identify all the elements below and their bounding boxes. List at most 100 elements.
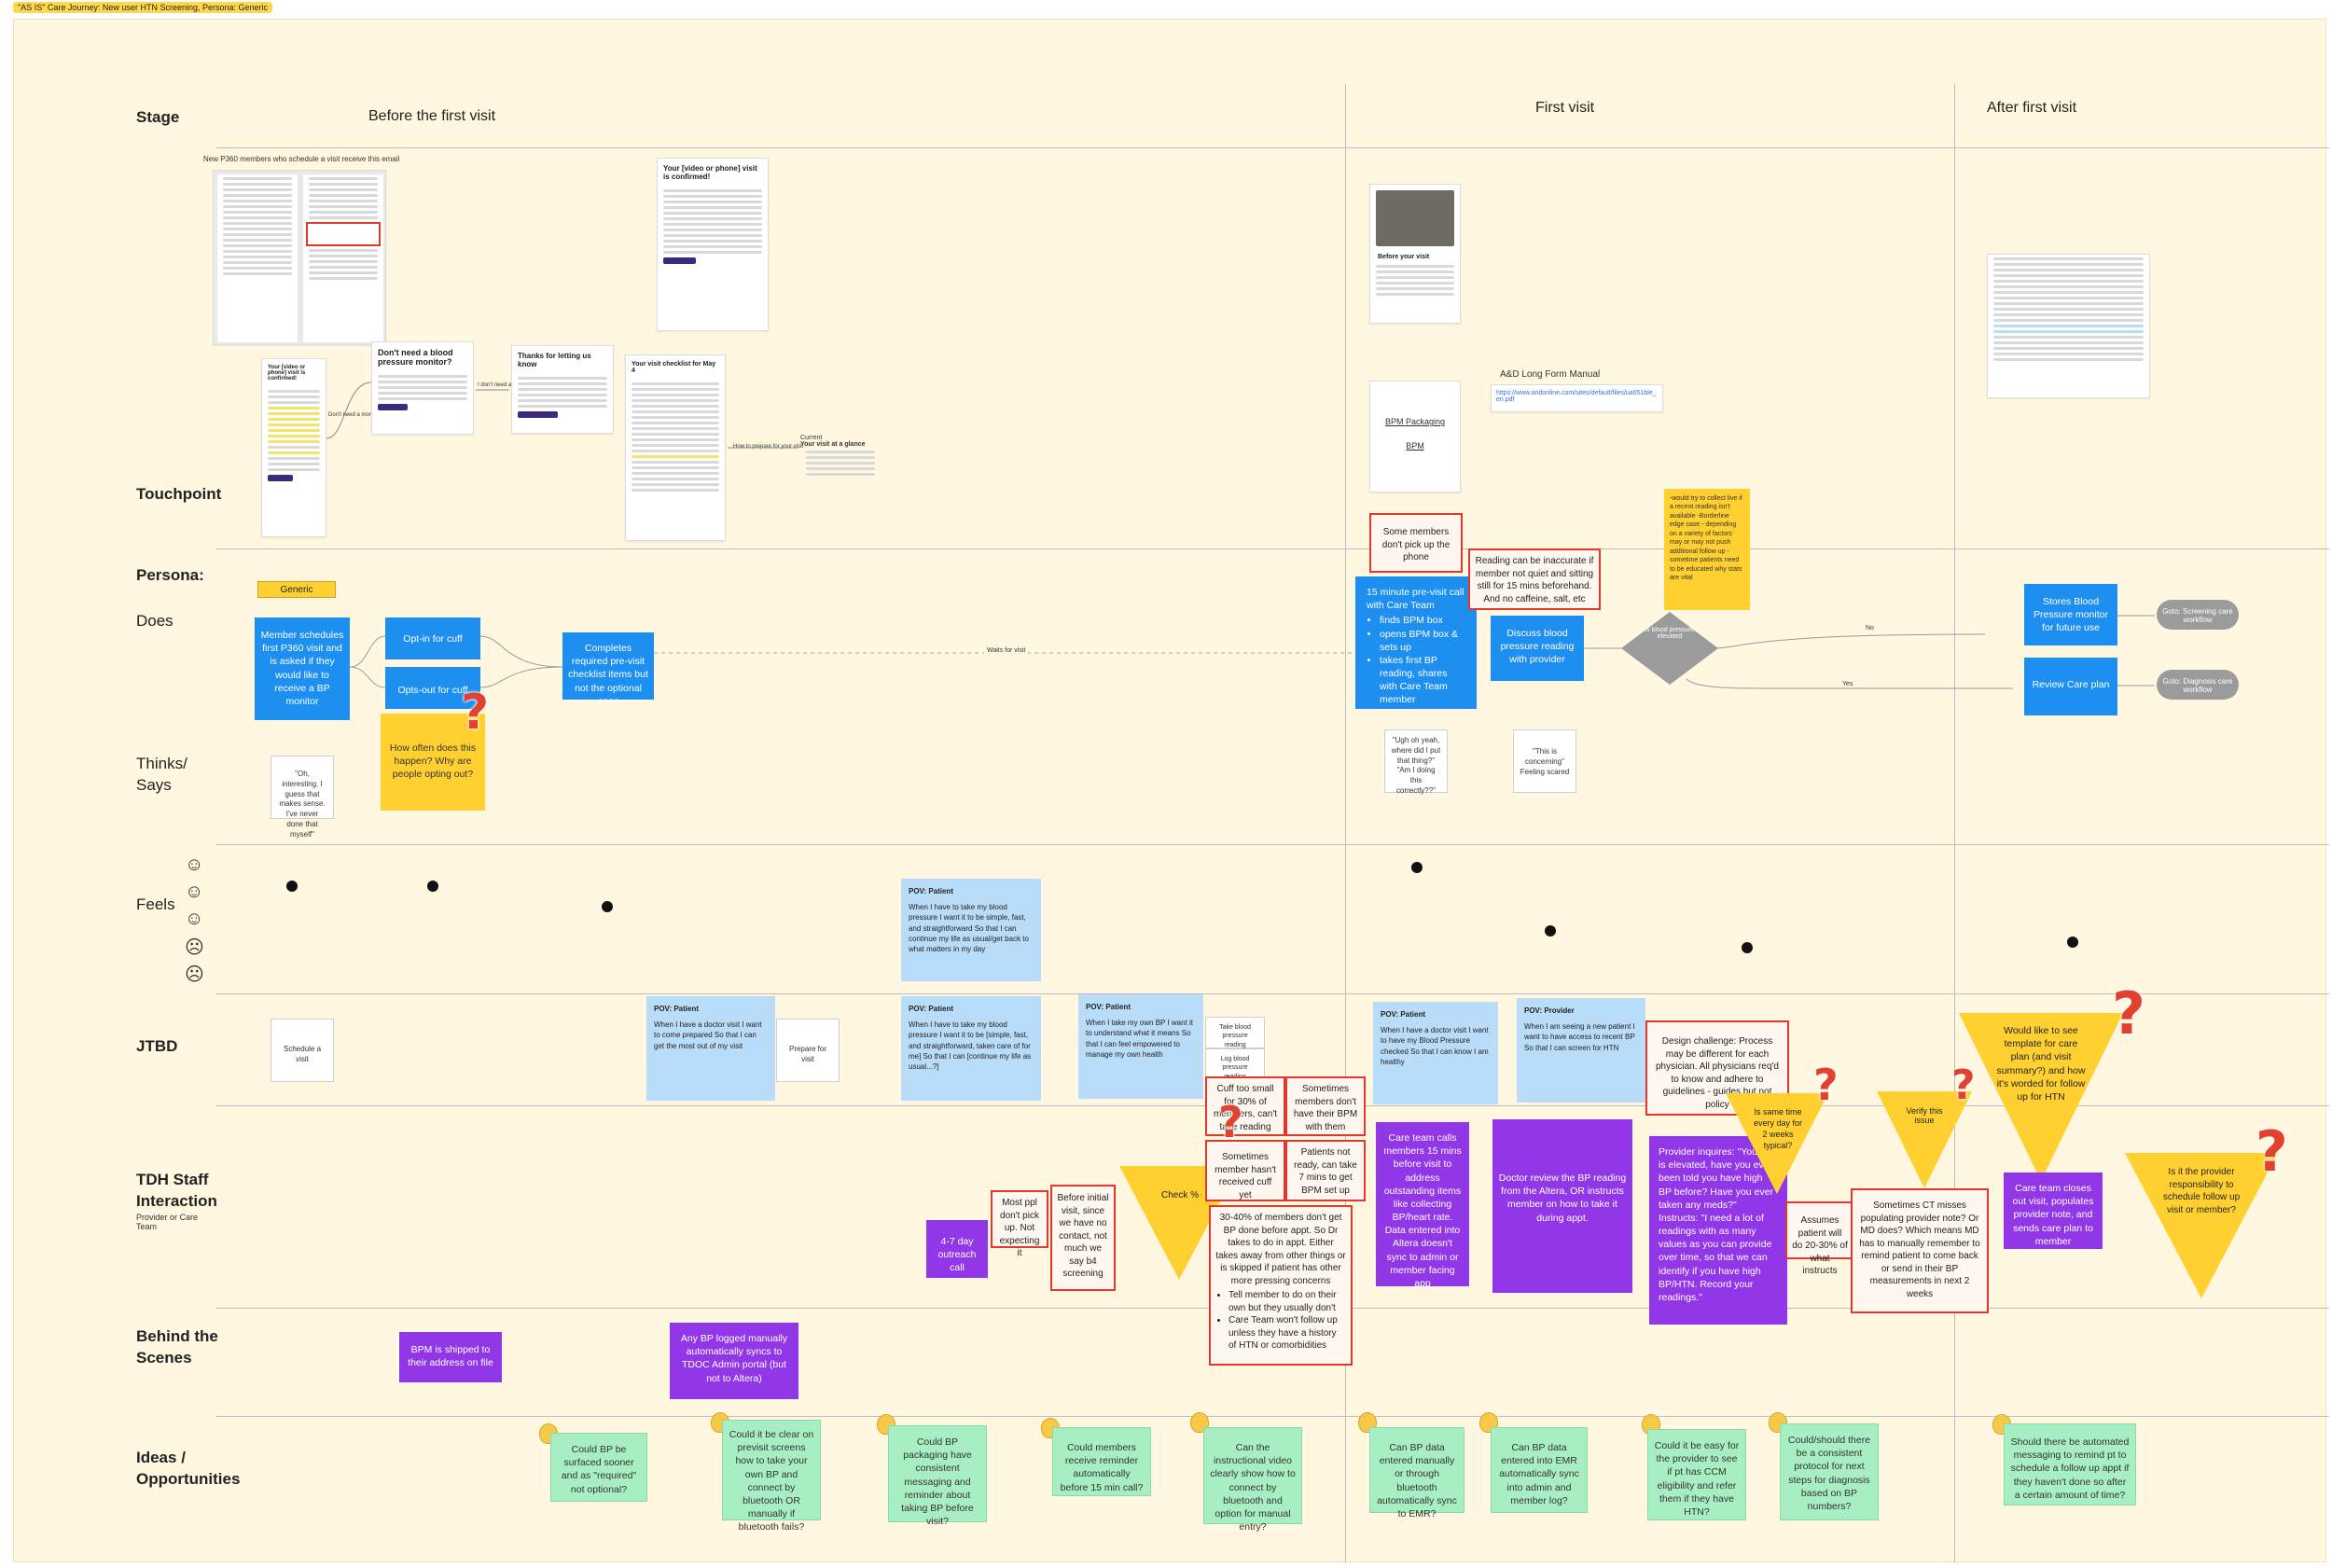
idea-card[interactable]: Could members receive reminder automatic… [1052, 1427, 1151, 1496]
staff-assumes-patient[interactable]: Assumes patient will do 20-30% of what i… [1785, 1201, 1854, 1259]
feels-dot [2067, 937, 2078, 948]
row-label-staff: TDH Staff Interaction [136, 1170, 239, 1213]
goto-screening-pill[interactable]: Goto: Screening care workflow [2157, 600, 2239, 630]
jtbd-pov-provider[interactable]: POV: Provider When I am seeing a new pat… [1517, 998, 1645, 1103]
idea-card[interactable]: Can the instructional video clearly show… [1203, 1427, 1302, 1524]
idea-card[interactable]: Could it be easy for the provider to see… [1647, 1429, 1746, 1520]
would-like-text[interactable]: Would like to see template for care plan… [1996, 1024, 2086, 1103]
email-screenshot[interactable] [213, 170, 386, 345]
red-inaccurate-reading[interactable]: Reading can be inaccurate if member not … [1468, 548, 1601, 610]
staff-before-initial[interactable]: Before initial visit, since we have no c… [1050, 1185, 1116, 1291]
row-label-stage: Stage [136, 108, 179, 127]
staff-not-received-cuff[interactable]: Sometimes member hasn't received cuff ye… [1205, 1140, 1285, 1201]
idea-card[interactable]: Should there be automated messaging to r… [2004, 1423, 2136, 1506]
stage-divider-after [1954, 84, 1955, 1562]
thinks-concerning[interactable]: "This is concerning" Feeling scared [1513, 729, 1576, 793]
feels-dot [286, 881, 298, 892]
staff-care-team-closes[interactable]: Care team closes out visit, populates pr… [2004, 1173, 2103, 1249]
feels-dot [1545, 925, 1556, 937]
red-no-pickup[interactable]: Some members don't pick up the phone [1369, 513, 1463, 573]
pov-body: When I have a doctor visit I want to hav… [1381, 1025, 1491, 1067]
staff-percent-note[interactable]: 30-40% of members don't get BP done befo… [1209, 1205, 1353, 1366]
percent-title: 30-40% of members don't get BP done befo… [1215, 1212, 1346, 1287]
bpm-packaging-label: BPM Packaging [1370, 417, 1460, 426]
does-member-schedules[interactable]: Member schedules first P360 visit and is… [255, 617, 350, 720]
check-percent[interactable]: Check % [1157, 1190, 1203, 1200]
persona-tag[interactable]: Generic [257, 581, 336, 598]
staff-no-bpm[interactable]: Sometimes members don't have their BPM w… [1285, 1076, 1366, 1136]
pov-body: When I have to take my blood pressure I … [909, 902, 1034, 954]
jtbd-pov-patient-2[interactable]: POV: Patient When I have to take my bloo… [901, 996, 1041, 1101]
staff-most-ppl[interactable]: Most ppl don't pick up. Not expecting it [991, 1190, 1048, 1248]
bpm-packaging-card[interactable]: BPM Packaging BPM [1369, 381, 1461, 493]
manual-link[interactable]: https://www.andonline.com/sites/default/… [1491, 384, 1663, 412]
idea-card[interactable]: Can BP data entered manually or through … [1369, 1427, 1464, 1513]
row-label-ideas: Ideas / Opportunities [136, 1448, 248, 1491]
thinks-interesting[interactable]: "Oh, interesting. I guess that makes sen… [271, 756, 334, 819]
pov-body: When I have to take my blood pressure I … [909, 1020, 1034, 1072]
jtbd-pov-patient-feels[interactable]: POV: Patient When I have to take my bloo… [901, 879, 1041, 981]
staff-doctor-review[interactable]: Doctor review the BP reading from the Al… [1492, 1119, 1632, 1293]
does-previsit-call[interactable]: 15 minute pre-visit call with Care Team … [1355, 576, 1477, 709]
row-label-feels: Feels [136, 895, 175, 914]
stage-before: Before the first visit [368, 108, 495, 125]
feels-dot [602, 901, 613, 912]
grid-line-feels [216, 993, 2329, 994]
does-stores-monitor[interactable]: Stores Blood Pressure monitor for future… [2024, 584, 2117, 645]
before-visit-card[interactable]: Before your visit [1369, 184, 1461, 324]
feels-dot [427, 881, 438, 892]
bpm-label: BPM [1370, 441, 1460, 451]
question-icon: ? [1218, 1097, 1243, 1147]
jtbd-schedule[interactable]: Schedule a visit [271, 1019, 334, 1082]
staff-cuff-small[interactable]: Cuff too small for 30% of members, can't… [1205, 1076, 1285, 1136]
same-time-text[interactable]: Is same time every day for 2 weeks typic… [1752, 1106, 1804, 1152]
staff-not-ready[interactable]: Patients not ready, can take 7 mins to g… [1285, 1140, 1366, 1201]
yellow-sticky-note[interactable]: -would try to collect live if a recent r… [1664, 489, 1750, 610]
idea-card[interactable]: Could BP packaging have consistent messa… [888, 1425, 987, 1522]
staff-care-team-calls[interactable]: Care team calls members 15 mins before v… [1376, 1122, 1469, 1286]
confirm-screen-title: Your [video or phone] visit is confirmed… [658, 159, 768, 187]
jtbd-pov-patient-1[interactable]: POV: Patient When I have a doctor visit … [646, 996, 775, 1101]
staff-outreach-call[interactable]: 4-7 day outreach call [926, 1220, 988, 1278]
confirm-screen[interactable]: Your [video or phone] visit is confirmed… [657, 158, 769, 331]
feels-dot [1742, 942, 1753, 953]
staff-sometimes-ct[interactable]: Sometimes CT misses populating provider … [1851, 1188, 1989, 1313]
jtbd-log-bp[interactable]: Log blood pressure reading [1205, 1048, 1265, 1080]
frame-label[interactable]: "AS IS" Care Journey: New user HTN Scree… [13, 2, 272, 13]
verify-text[interactable]: Verify this issue [1899, 1106, 1950, 1125]
idea-card[interactable]: Could it be clear on previsit screens ho… [722, 1420, 821, 1520]
idea-card[interactable]: Could BP be surfaced sooner and as "requ… [550, 1433, 647, 1502]
branch-no: No [1866, 625, 1874, 631]
pov-label: POV: Patient [909, 886, 1034, 896]
goto-diagnosis-pill[interactable]: Goto: Diagnosis care workflow [2157, 670, 2239, 700]
row-label-thinks: Thinks/ Says [136, 754, 201, 797]
pov-label: POV: Patient [654, 1004, 768, 1014]
does-review-care-plan[interactable]: Review Care plan [2024, 658, 2117, 715]
jtbd-take-bp[interactable]: Take blood pressure reading [1205, 1017, 1265, 1048]
thinks-where-did-i-put[interactable]: "Ugh oh yeah, where did I put that thing… [1384, 729, 1448, 793]
does-discuss[interactable]: Discuss blood pressure reading with prov… [1491, 616, 1584, 681]
decision-diamond[interactable]: Is blood pressure elevated [1632, 627, 1707, 640]
row-label-jtbd: JTBD [136, 1037, 177, 1056]
idea-card[interactable]: Could/should there be a consistent proto… [1780, 1423, 1879, 1520]
provider-resp-text[interactable]: Is it the provider responsibility to sch… [2157, 1166, 2246, 1216]
idea-card[interactable]: Can BP data entered into EMR automatical… [1491, 1427, 1588, 1513]
percent-item: Tell member to do on their own but they … [1228, 1289, 1346, 1314]
jtbd-prepare[interactable]: Prepare for visit [776, 1019, 840, 1082]
behind-bpm-shipped[interactable]: BPM is shipped to their address on file [399, 1332, 502, 1382]
row-label-persona: Persona: [136, 566, 204, 585]
pov-body: When I am seeing a new patient I want to… [1524, 1021, 1638, 1053]
jtbd-pov-patient-4[interactable]: POV: Patient When I have a doctor visit … [1373, 1002, 1498, 1104]
jtbd-pov-patient-3[interactable]: POV: Patient When I take my own BP I wan… [1078, 994, 1203, 1099]
row-label-touchpoint: Touchpoint [136, 485, 221, 504]
behind-any-bp-logged[interactable]: Any BP logged manually automatically syn… [670, 1323, 798, 1399]
bp-photo [1376, 190, 1454, 246]
does-arrows [350, 616, 1367, 728]
row-label-does: Does [136, 612, 174, 631]
feels-face-sad: ☹ [185, 936, 204, 959]
feels-face-very-happy: ☺ [185, 854, 203, 876]
pov-body: When I have a doctor visit I want to com… [654, 1020, 768, 1051]
after-visit-message[interactable] [1987, 254, 2150, 398]
previsit-item: opens BPM box & sets up [1380, 628, 1465, 654]
question-icon: ? [2112, 979, 2145, 1048]
